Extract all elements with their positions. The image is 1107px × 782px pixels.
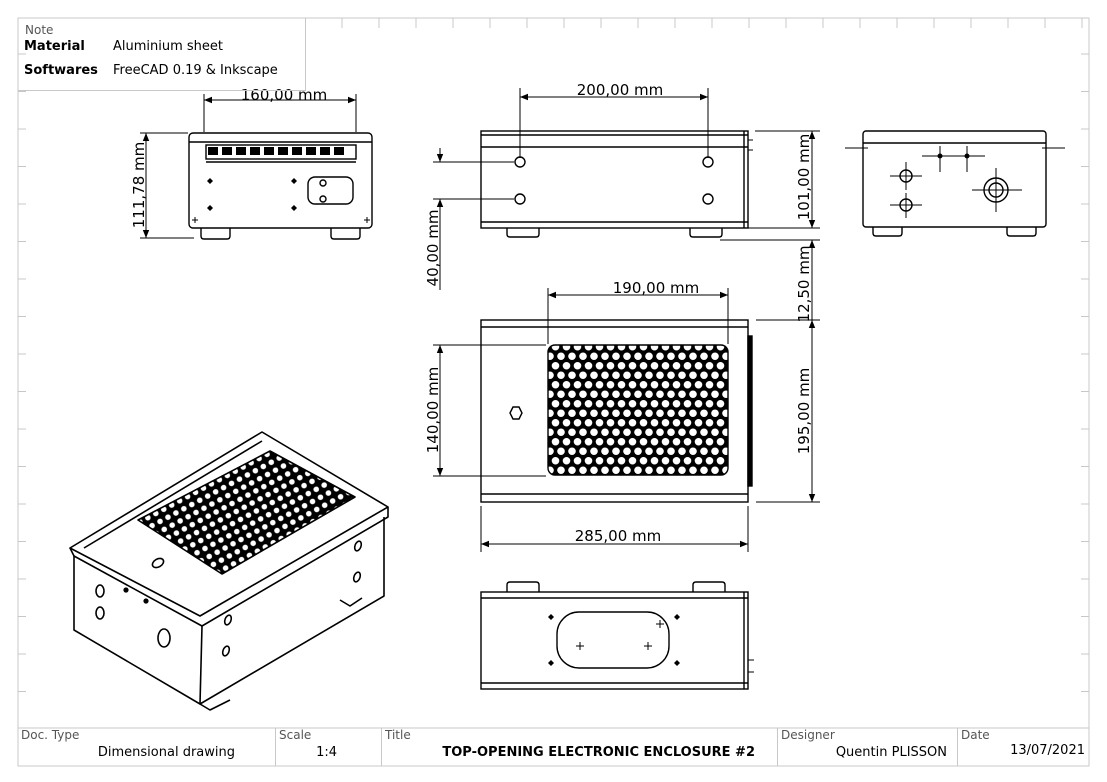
date-label: Date <box>961 728 990 742</box>
right-side-centerlines <box>845 146 1065 218</box>
title-block-title: Title TOP-OPENING ELECTRONIC ENCLOSURE #… <box>382 728 778 766</box>
note-row-softwares: Softwares FreeCAD 0.19 & Inkscape <box>24 63 278 78</box>
dim-foot-height: 12,50 mm <box>795 246 813 323</box>
side-view-dims <box>140 94 357 239</box>
dim-hole-offset: 40,00 mm <box>424 210 442 287</box>
dim-grid-width: 190,00 mm <box>613 279 699 297</box>
note-row-material: Material Aluminium sheet <box>24 39 223 54</box>
isometric-view <box>69 431 389 711</box>
front-view-dims <box>433 88 820 320</box>
note-key: Material <box>24 39 85 54</box>
designer-value: Quentin PLISSON <box>835 745 947 760</box>
dim-side-height: 111,78 mm <box>130 142 148 228</box>
dim-front-width: 200,00 mm <box>577 81 663 99</box>
dim-front-height: 101,00 mm <box>795 134 813 220</box>
rear-view <box>480 581 754 690</box>
top-view-dims <box>433 288 820 552</box>
designer-label: Designer <box>781 728 835 742</box>
note-box: Note Material Aluminium sheet Softwares Fr… <box>18 18 306 91</box>
note-value: Aluminium sheet <box>113 39 224 54</box>
dim-top-depth: 195,00 mm <box>795 368 813 454</box>
title-block-scale: Scale 1:4 <box>276 728 382 766</box>
note-key: Softwares <box>24 63 98 78</box>
dim-top-length: 285,00 mm <box>575 527 661 545</box>
right-side-view <box>862 130 1047 237</box>
doc-type-value: Dimensional drawing <box>97 745 235 760</box>
title-label: Title <box>385 728 411 742</box>
date-value: 13/07/2021 <box>1010 743 1085 758</box>
title-block-designer: Designer Quentin PLISSON <box>778 728 958 766</box>
dim-grid-height: 140,00 mm <box>424 367 442 453</box>
scale-label: Scale <box>279 728 312 742</box>
front-view <box>480 130 753 238</box>
note-value: FreeCAD 0.19 & Inkscape <box>113 63 278 78</box>
side-view <box>188 132 373 240</box>
frame-ticks <box>18 18 1089 692</box>
title-value: TOP-OPENING ELECTRONIC ENCLOSURE #2 <box>442 745 755 760</box>
note-title: Note <box>25 23 54 37</box>
top-view <box>480 319 753 503</box>
scale-value: 1:4 <box>316 745 337 760</box>
title-block-doc-type: Doc. Type Dimensional drawing <box>18 728 276 766</box>
doc-type-label: Doc. Type <box>21 728 80 742</box>
title-block-date: Date 13/07/2021 <box>958 728 1089 766</box>
